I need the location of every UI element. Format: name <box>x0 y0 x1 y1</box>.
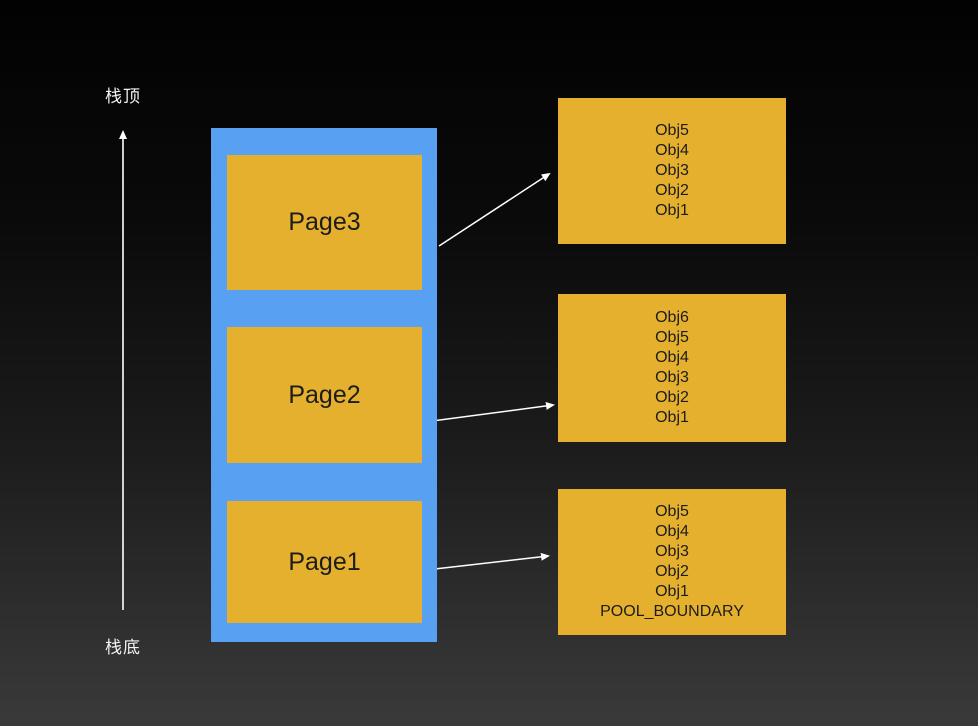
object-item: Obj5 <box>655 503 689 520</box>
object-item: Obj1 <box>655 202 689 219</box>
object-item: Obj2 <box>655 563 689 580</box>
object-item: Obj2 <box>655 182 689 199</box>
object-item: POOL_BOUNDARY <box>600 603 744 620</box>
stack-bottom-label: 栈底 <box>105 638 141 657</box>
object-item: Obj5 <box>655 122 689 139</box>
page-label: Page1 <box>288 547 361 576</box>
arrow-page1-to-list <box>425 552 550 571</box>
object-item: Obj1 <box>655 583 689 600</box>
page-box-page3: Page3 <box>227 155 422 290</box>
arrow-page3-to-list <box>438 172 551 247</box>
page-label: Page3 <box>288 208 361 236</box>
page-box-page2: Page2 <box>227 327 422 463</box>
object-item: Obj4 <box>655 349 689 366</box>
page-label: Page2 <box>288 380 361 409</box>
page-box-page1: Page1 <box>227 501 422 623</box>
object-item: Obj3 <box>655 162 689 179</box>
object-item: Obj4 <box>655 523 689 540</box>
object-item: Obj6 <box>655 309 689 326</box>
arrow-page2-to-list <box>416 401 555 424</box>
object-item: Obj4 <box>655 142 689 159</box>
stack-top-label: 栈顶 <box>105 87 141 106</box>
object-item: Obj5 <box>655 329 689 346</box>
object-item: Obj1 <box>655 409 689 426</box>
object-item: Obj3 <box>655 369 689 386</box>
object-item: Obj2 <box>655 389 689 406</box>
object-item: Obj3 <box>655 543 689 560</box>
